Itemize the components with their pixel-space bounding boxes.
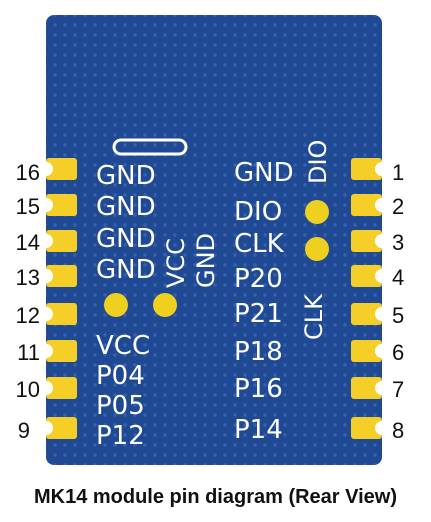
pin-number-14: 14 bbox=[16, 230, 40, 255]
pin-number-16: 16 bbox=[16, 160, 40, 185]
left-pad-notch bbox=[39, 421, 53, 435]
pin-number-4: 4 bbox=[392, 265, 404, 290]
right-label-1: GND bbox=[234, 158, 294, 188]
pin-number-10: 10 bbox=[16, 377, 40, 402]
silk-marker bbox=[112, 138, 188, 156]
right-label-5: P21 bbox=[234, 299, 283, 329]
left-pad bbox=[46, 194, 77, 216]
pin-number-7: 7 bbox=[392, 377, 404, 402]
left-pad-notch bbox=[39, 381, 53, 395]
vertical-label-vcc: VCC bbox=[162, 238, 190, 288]
right-pad bbox=[351, 265, 382, 287]
pin-number-5: 5 bbox=[392, 303, 404, 328]
left-pad-notch bbox=[39, 344, 53, 358]
right-pad bbox=[351, 340, 382, 362]
left-pad-notch bbox=[39, 269, 53, 283]
right-pad bbox=[351, 417, 382, 439]
right-pad bbox=[351, 377, 382, 399]
right-pad bbox=[351, 230, 382, 252]
right-label-4: P20 bbox=[234, 264, 283, 294]
pin-number-11: 11 bbox=[17, 340, 40, 365]
left-pad bbox=[46, 303, 77, 325]
pin-number-9: 9 bbox=[18, 418, 30, 443]
pcb-texture bbox=[46, 15, 382, 465]
right-label-8: P14 bbox=[234, 415, 283, 445]
left-pad bbox=[46, 417, 77, 439]
right-pad-notch bbox=[375, 421, 389, 435]
vertical-label-clk: CLK bbox=[300, 293, 328, 340]
right-pad-notch bbox=[375, 381, 389, 395]
left-label-p12: P12 bbox=[96, 421, 145, 451]
right-pad bbox=[351, 158, 382, 180]
left-label-vcc: VCC bbox=[96, 331, 150, 361]
left-pad bbox=[46, 265, 77, 287]
right-pad-notch bbox=[375, 307, 389, 321]
right-label-3: CLK bbox=[234, 229, 285, 259]
right-label-2: DIO bbox=[234, 197, 282, 227]
right-pad-notch bbox=[375, 344, 389, 358]
pin-number-6: 6 bbox=[392, 340, 404, 365]
pin-number-8: 8 bbox=[392, 418, 404, 443]
vertical-label-gnd: GND bbox=[192, 233, 220, 288]
left-pad-notch bbox=[39, 234, 53, 248]
right-pad bbox=[351, 303, 382, 325]
left-pads bbox=[39, 158, 77, 439]
right-pad-notch bbox=[375, 234, 389, 248]
vertical-label-dio: DIO bbox=[304, 140, 332, 184]
left-pad bbox=[46, 340, 77, 362]
pin-number-2: 2 bbox=[392, 194, 404, 219]
right-pads bbox=[351, 158, 389, 439]
test-point-gnd bbox=[153, 293, 177, 317]
right-pad-notch bbox=[375, 269, 389, 283]
left-label-14: GND bbox=[96, 224, 156, 254]
test-point-dio bbox=[305, 200, 329, 224]
right-pad-notch bbox=[375, 198, 389, 212]
pin-number-1: 1 bbox=[392, 160, 404, 185]
pin-number-12: 12 bbox=[16, 303, 40, 328]
pin-number-3: 3 bbox=[392, 230, 404, 255]
diagram-caption: MK14 module pin diagram (Rear View) bbox=[33, 486, 398, 508]
pin-number-15: 15 bbox=[16, 194, 40, 219]
right-label-6: P18 bbox=[234, 337, 283, 367]
left-pad bbox=[46, 230, 77, 252]
test-point-vcc bbox=[104, 293, 128, 317]
left-pad-notch bbox=[39, 198, 53, 212]
left-pad bbox=[46, 377, 77, 399]
right-pad bbox=[351, 194, 382, 216]
right-pad-notch bbox=[375, 162, 389, 176]
right-label-7: P16 bbox=[234, 374, 283, 404]
left-pad-notch bbox=[39, 307, 53, 321]
test-point-clk bbox=[305, 237, 329, 261]
pin-diagram: GND GND GND GND VCC P04 P05 P12 GND DIO … bbox=[16, 15, 404, 465]
left-label-13: GND bbox=[96, 255, 156, 285]
left-pad-notch bbox=[39, 162, 53, 176]
left-label-15: GND bbox=[96, 192, 156, 222]
left-label-p05: P05 bbox=[96, 391, 145, 421]
left-label-16: GND bbox=[96, 161, 156, 191]
left-label-p04: P04 bbox=[96, 361, 145, 391]
left-pad bbox=[46, 158, 77, 180]
pin-number-13: 13 bbox=[16, 265, 40, 290]
